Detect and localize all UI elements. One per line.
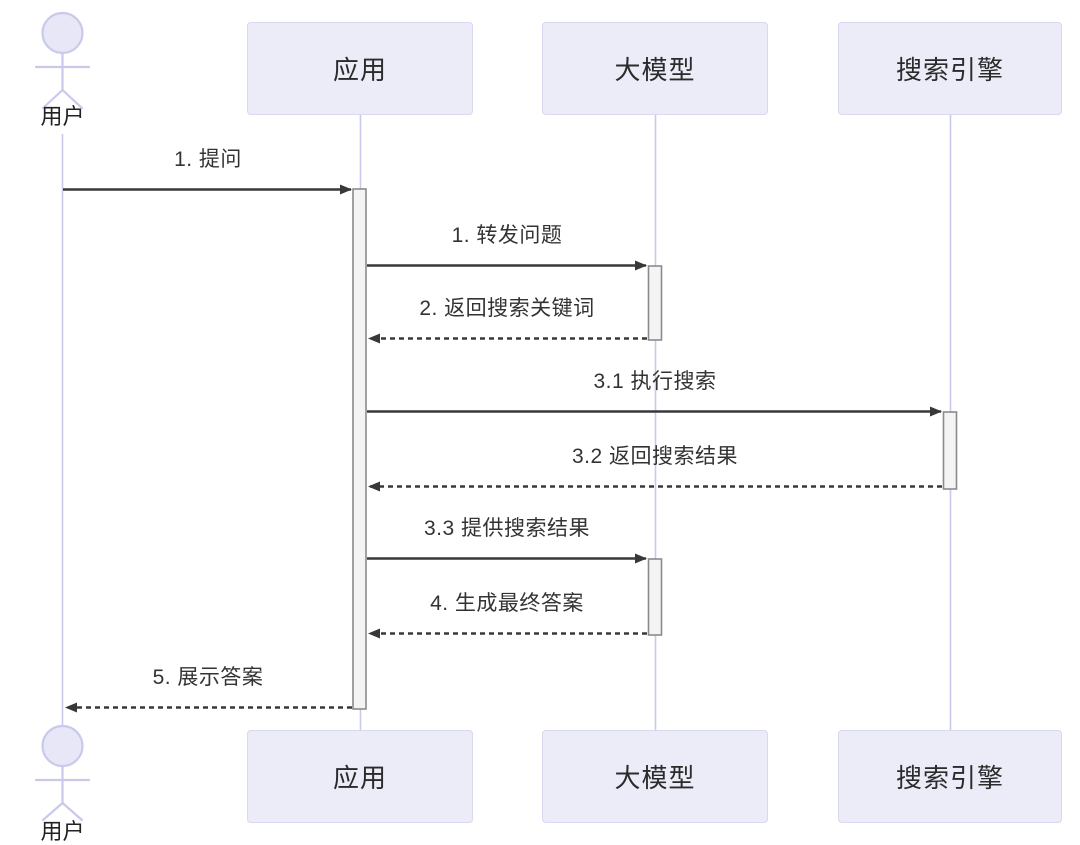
- activation-llm-1: [647, 265, 663, 341]
- participant-box-search-top: 搜索引擎: [838, 22, 1062, 115]
- message-label-8: 5. 展示答案: [152, 666, 264, 689]
- activation-app: [352, 188, 367, 710]
- participant-label-search: 搜索引擎: [895, 55, 1004, 85]
- participant-box-app-top: 应用: [247, 22, 473, 115]
- participant-box-llm-top: 大模型: [542, 22, 768, 115]
- participant-label-app: 应用: [332, 763, 387, 793]
- message-label-2: 1. 转发问题: [451, 224, 563, 247]
- actor-label-user-bottom: 用户: [40, 819, 85, 844]
- message-label-5: 3.2 返回搜索结果: [571, 445, 739, 468]
- activation-search: [942, 411, 958, 490]
- message-label-6: 3.3 提供搜索结果: [423, 517, 591, 540]
- user-actor-icon: [34, 11, 91, 110]
- user-actor-icon-bottom: [34, 724, 91, 822]
- participant-label-app: 应用: [332, 55, 387, 85]
- activation-llm-2: [647, 558, 663, 636]
- message-label-3: 2. 返回搜索关键词: [419, 297, 595, 320]
- participant-box-llm-bottom: 大模型: [542, 730, 768, 823]
- message-label-4: 3.1 执行搜索: [593, 370, 717, 393]
- participant-box-app-bottom: 应用: [247, 730, 473, 823]
- participant-label-search: 搜索引擎: [895, 763, 1004, 793]
- participant-label-llm: 大模型: [614, 55, 696, 85]
- participant-label-llm: 大模型: [614, 763, 696, 793]
- message-label-1: 1. 提问: [174, 148, 242, 171]
- message-label-7: 4. 生成最终答案: [430, 592, 584, 615]
- actor-label-user-top: 用户: [40, 104, 85, 129]
- participant-box-search-bottom: 搜索引擎: [838, 730, 1062, 823]
